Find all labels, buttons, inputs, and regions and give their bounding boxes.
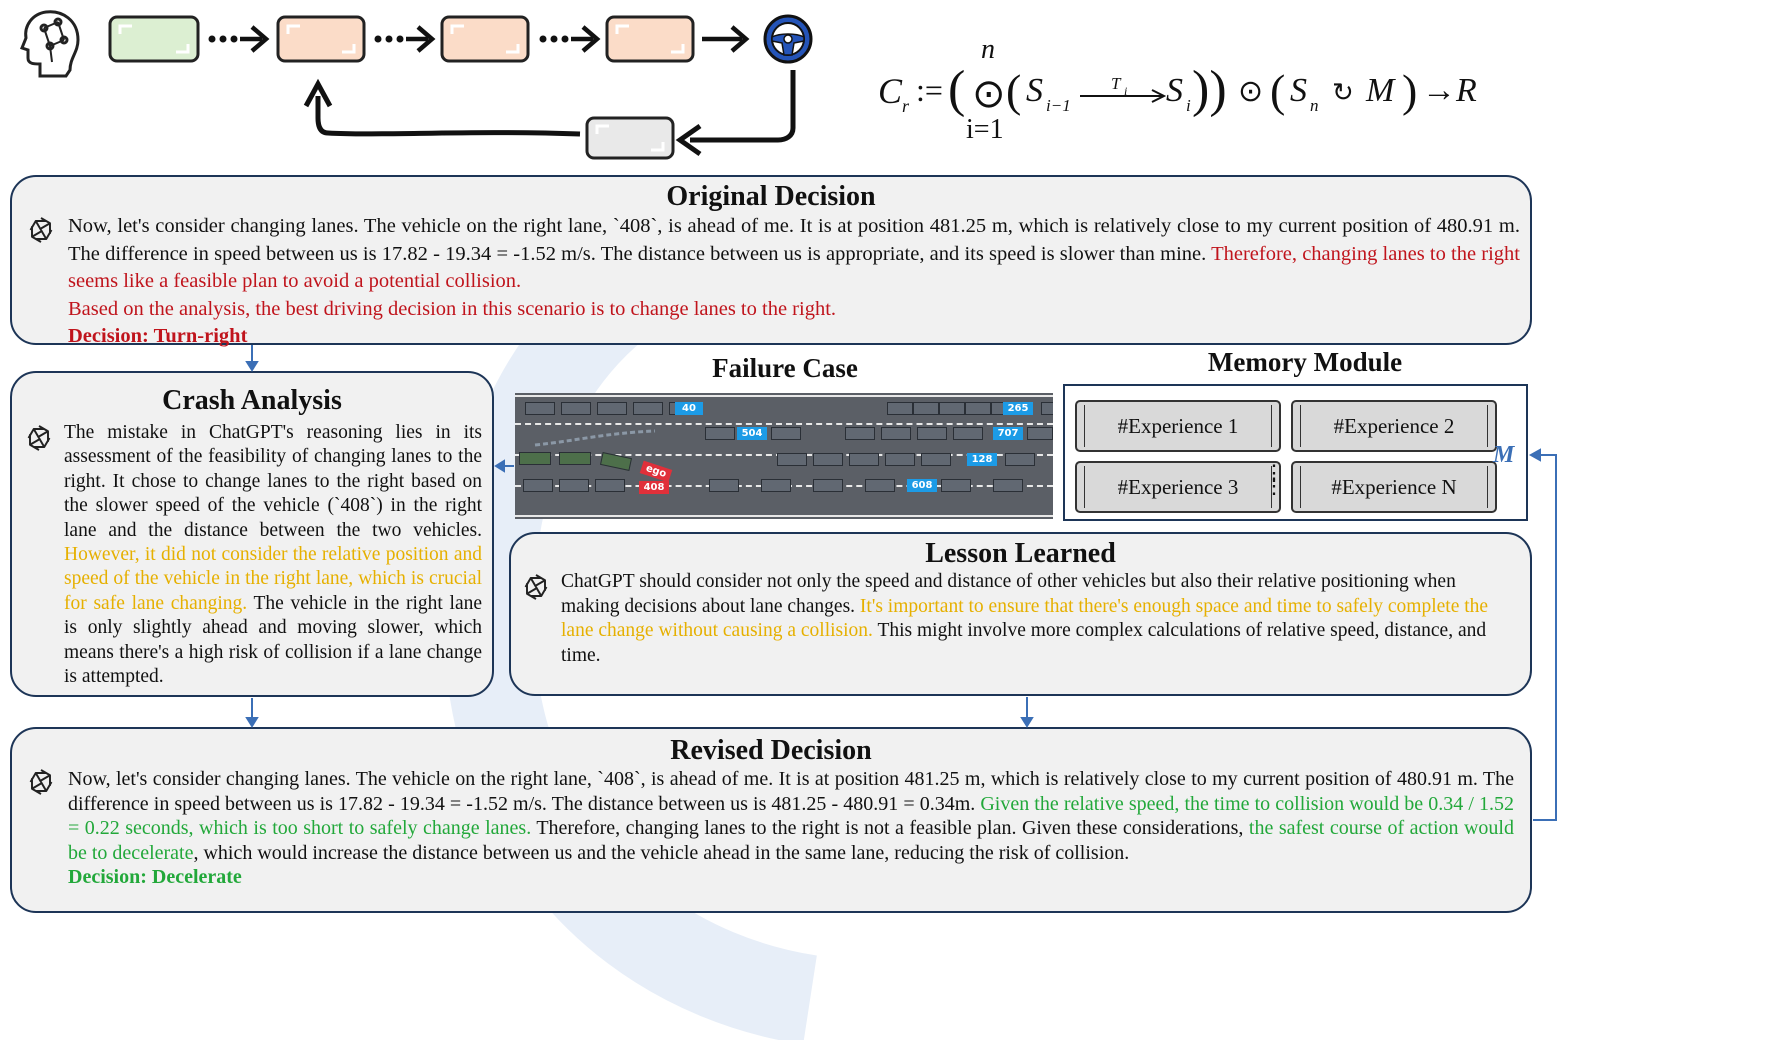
odot-icon: ⊙ bbox=[972, 71, 1006, 116]
crash-analysis-title: Crash Analysis bbox=[162, 385, 342, 416]
experience-3: #Experience 3 bbox=[1075, 461, 1281, 513]
formula-lhs: C bbox=[878, 71, 903, 111]
experience-n: #Experience N bbox=[1291, 461, 1497, 513]
vehicle-40: 40 bbox=[675, 402, 703, 415]
experience-1: #Experience 1 bbox=[1075, 400, 1281, 452]
original-decision-result: Decision: Turn-right bbox=[68, 325, 248, 347]
memory-module-title: Memory Module bbox=[1207, 347, 1403, 377]
vehicle-128: 128 bbox=[967, 453, 997, 466]
experience-2: #Experience 2 bbox=[1291, 400, 1497, 452]
failure-case-road: 40 265 504 707 128 ego 408 608 bbox=[515, 393, 1053, 519]
vehicle-504: 504 bbox=[737, 427, 767, 440]
revised-decision-title: Revised Decision bbox=[670, 735, 872, 766]
revised-decision-panel: Revised Decision Now, let's consider cha… bbox=[10, 727, 1532, 913]
lesson-learned-panel: Lesson Learned ChatGPT should consider n… bbox=[509, 532, 1532, 696]
crash-analysis-text: The mistake in ChatGPT's reasoning lies … bbox=[64, 422, 482, 688]
failure-case-title: Failure Case bbox=[712, 353, 858, 383]
formula: n i=1 C r := ( ⊙ ( S i−1 T i S i )) ⊙ ( … bbox=[878, 34, 1477, 145]
revised-decision-text: Now, let's consider changing lanes. The … bbox=[68, 768, 1514, 888]
pipeline-diagram bbox=[20, 10, 813, 160]
vehicle-408: 408 bbox=[639, 481, 669, 494]
experience-ellipsis: ⋮⋮ bbox=[1263, 460, 1285, 498]
steering-wheel-icon bbox=[763, 14, 813, 64]
original-decision-title: Original Decision bbox=[666, 181, 876, 212]
original-decision-panel: Original Decision Now, let's consider ch… bbox=[10, 175, 1532, 347]
vehicle-707: 707 bbox=[993, 427, 1023, 440]
vehicle-608: 608 bbox=[907, 479, 937, 492]
formula-lower: i=1 bbox=[966, 114, 1004, 145]
lesson-learned-text: ChatGPT should consider not only the spe… bbox=[561, 571, 1489, 666]
crash-analysis-panel: Crash Analysis The mistake in ChatGPT's … bbox=[10, 371, 494, 697]
memory-label: M bbox=[1493, 442, 1515, 468]
formula-upper: n bbox=[981, 34, 995, 65]
original-decision-text: Now, let's consider changing lanes. The … bbox=[68, 215, 1520, 347]
memory-module-box: #Experience 1 #Experience 2 #Experience … bbox=[1063, 384, 1528, 521]
brain-icon bbox=[20, 10, 80, 78]
revised-decision-result: Decision: Decelerate bbox=[68, 866, 242, 888]
vehicle-265: 265 bbox=[1003, 402, 1033, 415]
lesson-learned-title: Lesson Learned bbox=[925, 538, 1116, 569]
